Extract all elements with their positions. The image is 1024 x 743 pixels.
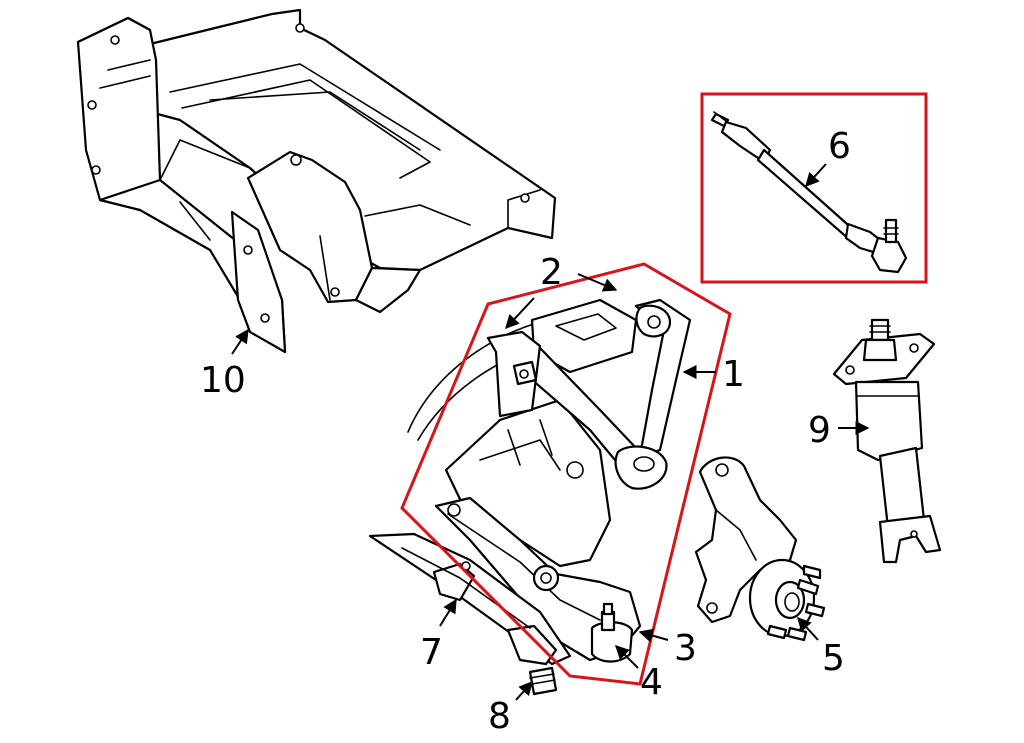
leader-4 <box>615 645 639 669</box>
callout-4: 4 <box>640 662 663 703</box>
highlight-outline-control-arms <box>400 262 732 686</box>
shock-absorber-part[interactable] <box>832 318 942 564</box>
leader-5 <box>797 616 819 641</box>
crossmember-part[interactable] <box>76 8 557 354</box>
callout-1: 1 <box>722 354 745 395</box>
callout-8: 8 <box>488 696 511 737</box>
callout-5: 5 <box>822 638 845 679</box>
lower-control-arm-part[interactable] <box>434 496 642 663</box>
upper-control-arm-part[interactable] <box>407 298 692 568</box>
highlight-box-tie-rod <box>700 92 928 284</box>
tie-rod-part[interactable] <box>710 111 908 274</box>
callout-9: 9 <box>808 410 831 451</box>
leader-2a <box>505 297 535 330</box>
callout-7: 7 <box>420 632 443 673</box>
callout-2: 2 <box>540 252 563 293</box>
knuckle-hub-part[interactable] <box>694 456 826 642</box>
callout-3: 3 <box>674 628 697 669</box>
leader-3 <box>638 628 669 643</box>
leader-7 <box>439 598 457 627</box>
leader-6 <box>805 163 827 188</box>
lower-guard-part[interactable] <box>368 532 572 666</box>
leader-8 <box>515 680 533 701</box>
bushing-part[interactable] <box>528 666 558 696</box>
callout-10: 10 <box>200 360 246 401</box>
callout-6: 6 <box>828 126 851 167</box>
leader-2b <box>577 273 618 292</box>
leader-10 <box>231 328 249 355</box>
